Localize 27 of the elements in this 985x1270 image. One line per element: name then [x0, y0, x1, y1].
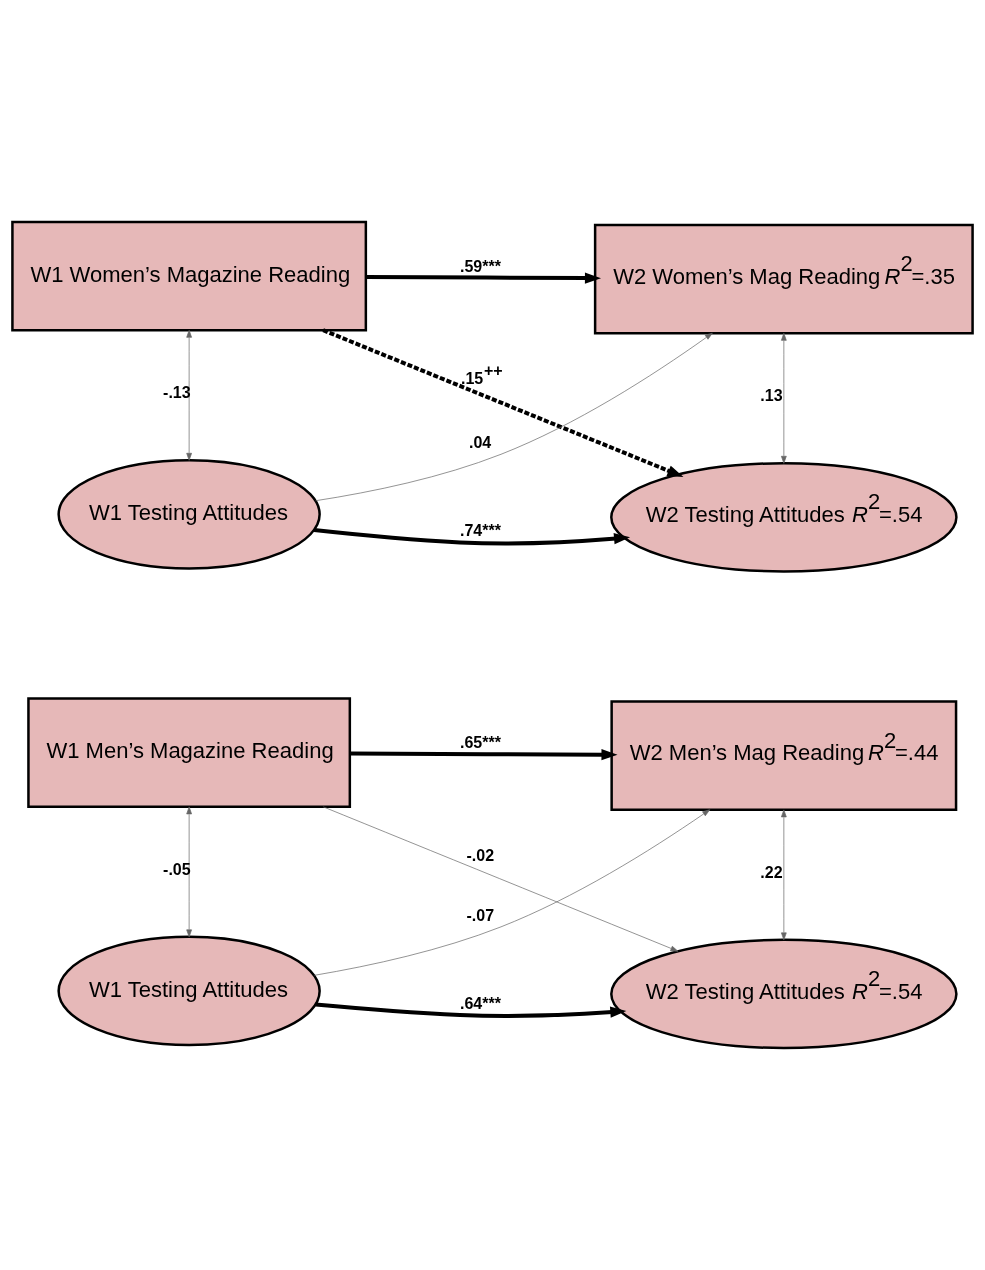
- edge-label: -.02: [466, 846, 495, 864]
- arrow: [781, 333, 787, 464]
- arrow: [365, 272, 601, 284]
- edge-label: .13: [760, 387, 783, 405]
- arrow: [781, 809, 787, 941]
- edge-label: .22: [760, 863, 783, 881]
- edge-label: .65***: [459, 734, 501, 752]
- node-ellipse: W1 Testing Attitudes: [57, 935, 321, 1047]
- arrow: [186, 329, 192, 461]
- arrow: [313, 527, 631, 546]
- node-ellipse: W1 Testing Attitudes: [57, 459, 321, 570]
- edge-label: -.07: [466, 906, 495, 924]
- arrow: [315, 332, 713, 502]
- edge-label: .59***: [459, 257, 501, 275]
- edge-label: .74***: [459, 522, 501, 540]
- node-box: W1 Men’s Magazine Reading: [27, 697, 352, 808]
- node-box: W1 Women’s Magazine Reading: [11, 220, 368, 332]
- arrow: [322, 328, 684, 477]
- arrow: [314, 809, 711, 976]
- edge-label: -.05: [163, 860, 191, 878]
- arrow: [186, 806, 192, 938]
- arrow: [350, 749, 618, 761]
- edge-label: .64***: [459, 994, 501, 1012]
- arrow: [315, 1002, 627, 1018]
- edge-label: .04: [468, 434, 492, 452]
- arrow: [322, 806, 679, 952]
- edge-label: -.13: [163, 384, 191, 402]
